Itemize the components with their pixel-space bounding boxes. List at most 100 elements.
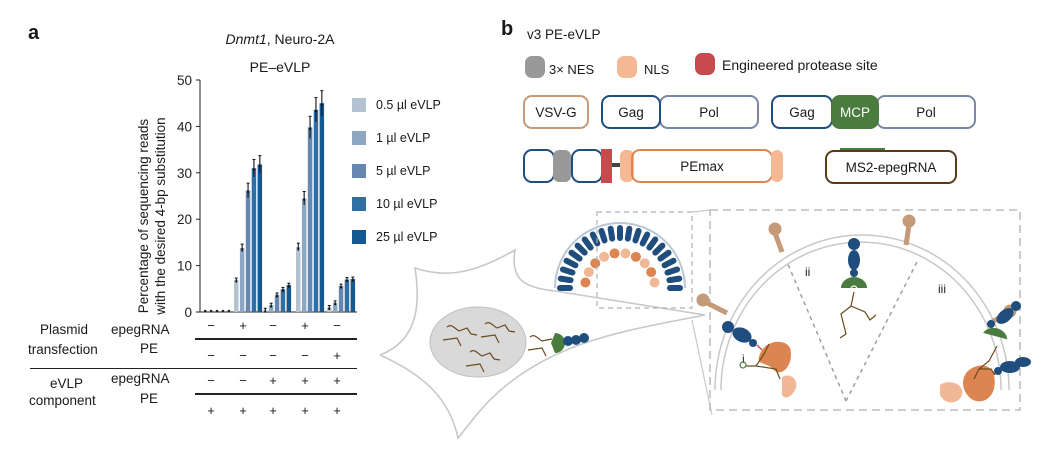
condition-sign-plasmid-pe: − xyxy=(269,348,277,363)
bar-point xyxy=(221,309,225,313)
bar xyxy=(286,285,292,312)
region-label-ii: ii xyxy=(805,265,810,279)
cell-outline xyxy=(380,248,706,440)
data-point xyxy=(270,305,273,308)
y-tick-label: 40 xyxy=(177,119,192,134)
pemax-cargo xyxy=(580,277,591,288)
data-point xyxy=(252,168,256,171)
data-point xyxy=(287,285,290,288)
bar xyxy=(268,305,274,312)
key-nls-chip xyxy=(617,56,637,78)
legend-label: 0.5 µl eVLP xyxy=(376,98,441,112)
pemax-cargo xyxy=(620,248,631,259)
legend-label: 10 µl eVLP xyxy=(376,197,438,211)
gag-protein xyxy=(607,225,616,242)
zoom-region-small xyxy=(596,211,693,309)
row-label-evlp-2: component xyxy=(29,393,96,408)
gag-protein xyxy=(632,227,642,244)
panel-a-label: a xyxy=(28,22,40,44)
pemax-cargo xyxy=(649,277,660,288)
condition-sign-plasmid-epegrna: + xyxy=(239,318,247,333)
construct-pol-2: Pol xyxy=(876,95,976,129)
gag-protein xyxy=(666,275,683,284)
divider-groups xyxy=(30,368,357,369)
condition-sign-evlp-pe: + xyxy=(333,403,341,418)
condition-sign-plasmid-epegrna: + xyxy=(301,318,309,333)
construct-gag-segment-1 xyxy=(523,149,555,183)
pemax-cargo xyxy=(599,251,610,262)
bar xyxy=(280,289,286,312)
legend-label: 5 µl eVLP xyxy=(376,164,431,178)
data-point xyxy=(246,190,250,194)
membrane-inner xyxy=(720,241,1002,391)
pemax-cargo xyxy=(609,248,620,259)
construct-pol-1: Pol xyxy=(659,95,759,129)
y-tick-label: 50 xyxy=(177,73,192,88)
construct-pemax: PEmax xyxy=(631,149,773,183)
chart-subtitle: PE–eVLP xyxy=(249,59,311,75)
legend-label: 1 µl eVLP xyxy=(376,131,431,145)
y-tick-label: 30 xyxy=(177,166,192,181)
bar-point xyxy=(203,309,207,313)
region-i-gag-pemax xyxy=(722,321,797,398)
data-point xyxy=(235,280,238,283)
y-tick-label: 10 xyxy=(177,259,192,274)
bar-point xyxy=(215,309,219,313)
divider-plasmid xyxy=(195,338,357,340)
region-label-i: i xyxy=(742,352,745,366)
data-point xyxy=(345,279,349,283)
gag-protein xyxy=(559,266,576,276)
panel-b-title: v3 PE-eVLP xyxy=(527,27,601,42)
y-tick-label: 0 xyxy=(184,305,192,320)
nuclear-epegrna-icons xyxy=(442,322,516,373)
key-nls-label: NLS xyxy=(644,62,670,77)
condition-sign-evlp-epegrna: + xyxy=(269,373,277,388)
bar-point xyxy=(209,309,213,313)
construct-nes-segment xyxy=(553,150,571,182)
evlp-particle xyxy=(554,222,686,291)
bar xyxy=(307,127,313,312)
gag-protein xyxy=(652,242,666,256)
bar xyxy=(319,103,325,312)
bar xyxy=(245,190,251,312)
row-label-evlp-1: eVLP xyxy=(50,376,84,391)
membrane-outer xyxy=(714,234,1010,391)
condition-sign-evlp-pe: + xyxy=(239,403,247,418)
sector-divider-1 xyxy=(786,261,847,402)
row-label-plasmid-epegrna: epegRNA xyxy=(111,322,170,337)
data-point xyxy=(264,310,267,313)
data-point xyxy=(297,247,300,250)
data-point xyxy=(241,248,244,251)
row-label-plasmid-pe: PE xyxy=(140,341,159,356)
condition-sign-plasmid-pe: − xyxy=(301,348,309,363)
panel-b-label: b xyxy=(501,18,514,40)
pemax-cargo xyxy=(630,251,641,262)
pemax-cargo xyxy=(590,258,601,269)
pemax-cargo xyxy=(639,258,650,269)
key-protease-chip xyxy=(695,53,715,75)
bar xyxy=(301,198,307,312)
legend-item: 1 µl eVLP xyxy=(352,131,430,145)
chart-title: Dnmt1, Neuro-2A xyxy=(190,31,370,47)
condition-sign-plasmid-epegrna: − xyxy=(269,318,277,333)
sector-divider-2 xyxy=(845,261,918,402)
condition-sign-plasmid-pe: − xyxy=(207,348,215,363)
bar xyxy=(313,109,319,312)
pemax-cargo xyxy=(583,267,594,278)
bar-chart: 0 10 20 30 40 50 xyxy=(177,73,357,320)
construct-nls-left xyxy=(620,150,634,182)
region-label-iii: iii xyxy=(938,282,946,296)
construct-protease-site xyxy=(601,149,612,183)
y-tick-label: 20 xyxy=(177,212,192,227)
gag-protein xyxy=(624,225,633,242)
construct-gag-1: Gag xyxy=(601,95,661,129)
legend-swatch xyxy=(352,197,366,211)
gag-protein xyxy=(598,227,608,244)
gag-protein xyxy=(657,249,672,262)
condition-sign-plasmid-pe: + xyxy=(333,348,341,363)
data-point xyxy=(351,279,354,282)
row-label-plasmid-2: transfection xyxy=(28,342,98,357)
zoom-connector-top xyxy=(691,209,711,213)
legend-swatch xyxy=(352,98,366,112)
row-label-evlp-epegrna: epegRNA xyxy=(111,371,170,386)
